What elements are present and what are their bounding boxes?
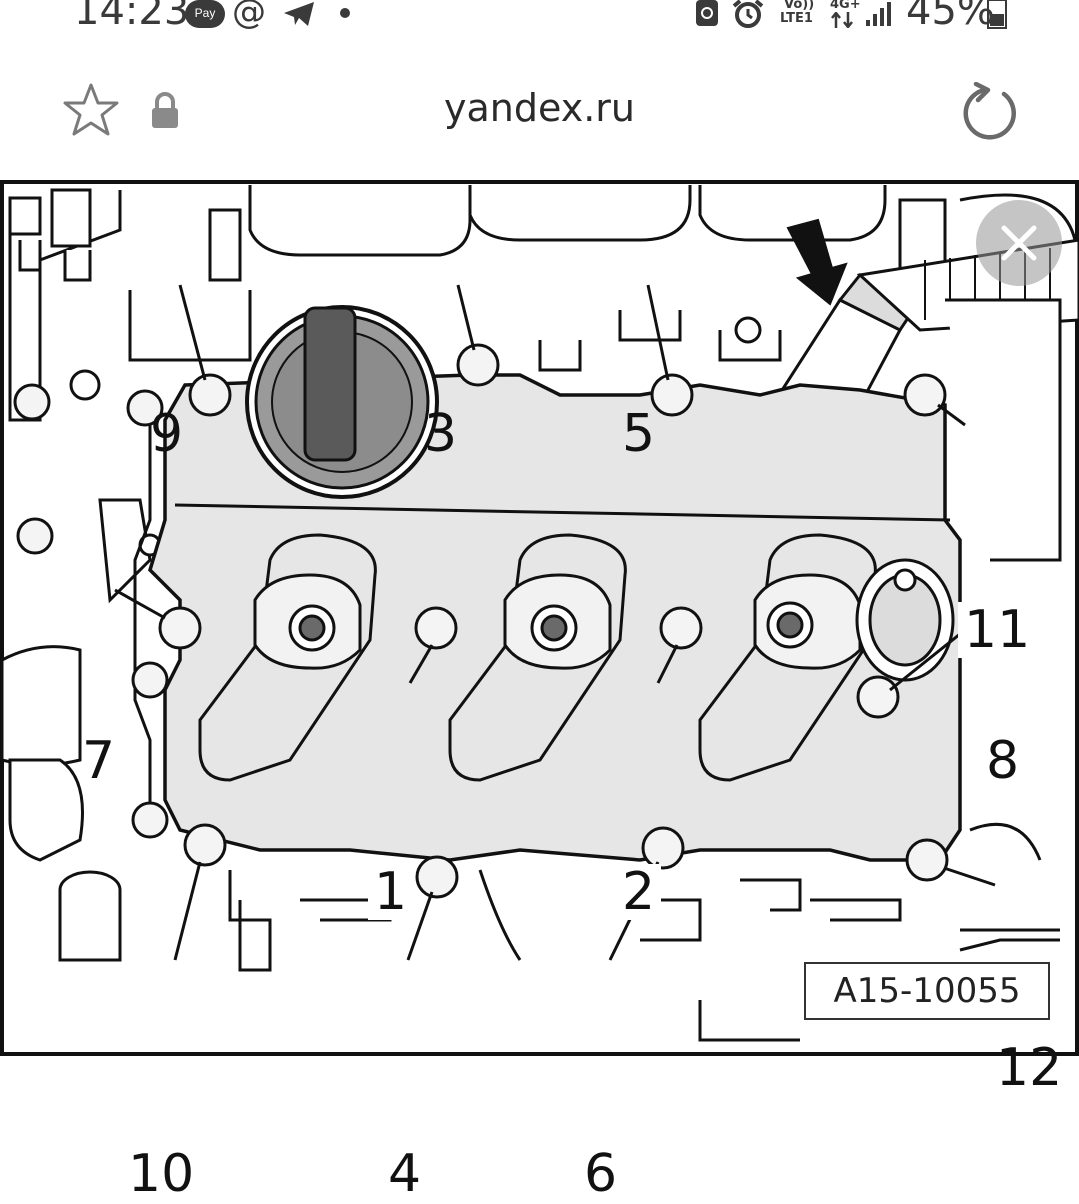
- url-text[interactable]: yandex.ru: [444, 86, 635, 130]
- battery-icon: [987, 0, 1007, 29]
- close-button[interactable]: [976, 200, 1062, 286]
- volte-label: Vo)): [784, 0, 815, 12]
- engine-diagram: 9 3 5 11 7 8 1 2 12 10 4 6: [0, 180, 1079, 1200]
- bolt-label-11: 11: [958, 602, 1037, 658]
- close-icon: [1001, 225, 1037, 261]
- bolt-label-1: 1: [368, 864, 414, 920]
- bolt-label-3: 3: [424, 404, 458, 464]
- notification-dot-icon: [340, 8, 350, 18]
- bolt-label-2: 2: [616, 864, 662, 920]
- status-bar: 14:23 Pay @ Vo)) LTE1 4G+ 45%: [0, 0, 1079, 44]
- telegram-icon: [284, 2, 314, 26]
- pay-icon: Pay: [185, 0, 225, 28]
- star-icon[interactable]: [62, 82, 120, 138]
- network-type-label: 4G+: [830, 0, 861, 12]
- alarm-icon: [732, 0, 764, 28]
- bolt-label-6: 6: [584, 1144, 618, 1204]
- status-time: 14:23: [74, 0, 190, 34]
- bolt-heads: [13, 343, 949, 899]
- bolt-label-10: 10: [128, 1144, 195, 1204]
- recycle-icon: [696, 0, 718, 26]
- lock-icon[interactable]: [150, 92, 180, 130]
- figure-caption: A15-10055: [804, 962, 1050, 1020]
- bolt-label-4: 4: [388, 1144, 422, 1204]
- at-icon: @: [232, 0, 266, 32]
- signal-icon: [866, 2, 891, 26]
- address-bar: [0, 60, 1079, 170]
- bolt-label-5: 5: [622, 404, 656, 464]
- bolt-label-8: 8: [986, 731, 1020, 791]
- data-arrows-icon: [831, 12, 853, 28]
- battery-percent: 45%: [906, 0, 995, 34]
- bolt-label-9: 9: [150, 404, 184, 464]
- lte-label: LTE1: [780, 11, 813, 26]
- engine-illustration: [0, 180, 1079, 1056]
- bolt-label-7: 7: [82, 731, 116, 791]
- reload-icon[interactable]: [960, 82, 1020, 142]
- bolt-label-12: 12: [996, 1038, 1063, 1098]
